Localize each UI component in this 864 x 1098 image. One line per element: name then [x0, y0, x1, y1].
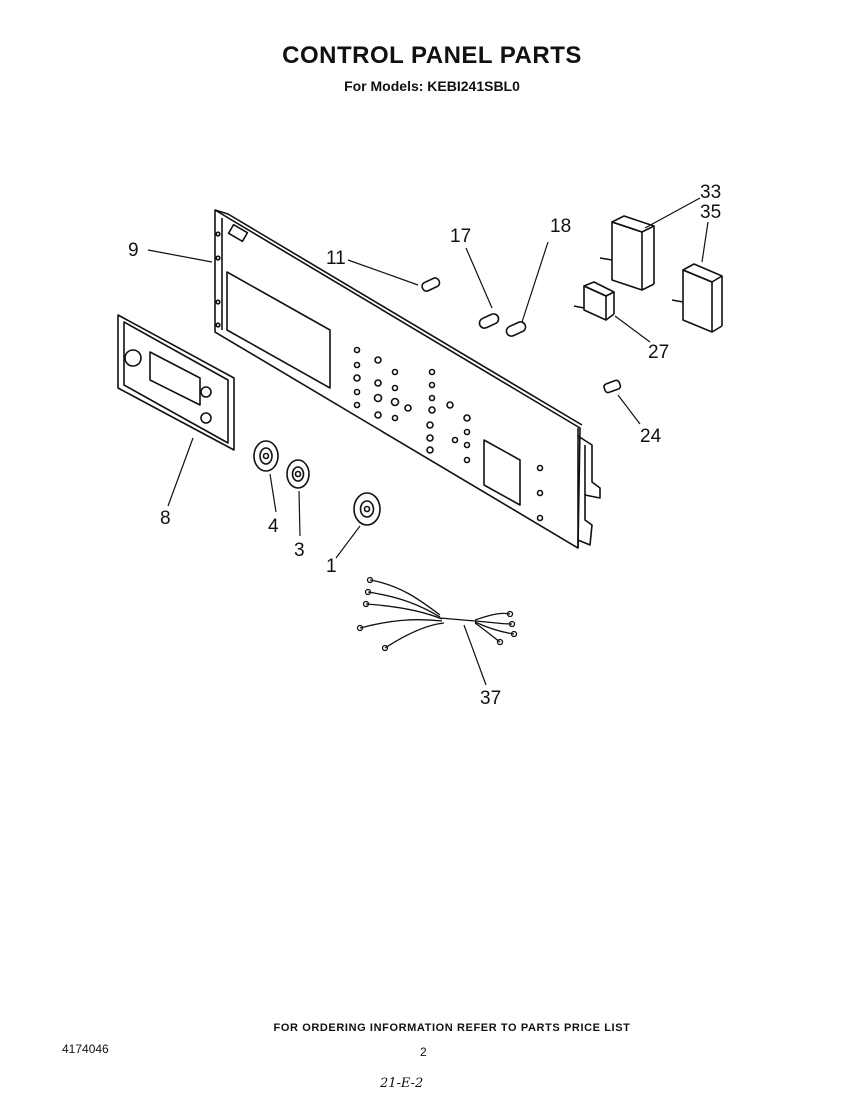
knob-part-1	[353, 492, 381, 526]
callout-3: 3	[294, 540, 305, 561]
model-subtitle: For Models: KEBI241SBL0	[344, 78, 520, 94]
pin-part-11	[421, 277, 441, 292]
switch-part-33	[599, 215, 655, 291]
document-number: 4174046	[62, 1042, 109, 1056]
lamp-part-24	[603, 379, 622, 394]
bezel-frame-part-8	[117, 314, 235, 451]
knob-part-4	[253, 440, 279, 472]
callout-33: 33	[700, 182, 721, 203]
wire-harness-part-37	[356, 576, 518, 652]
control-panel-part-9	[214, 209, 601, 549]
page-title: CONTROL PANEL PARTS	[282, 42, 582, 69]
leader-lines	[147, 197, 709, 686]
pin-part-18	[505, 321, 527, 337]
callout-24: 24	[640, 426, 662, 447]
callout-8: 8	[160, 508, 171, 529]
page-number: 2	[420, 1045, 427, 1059]
callout-9: 9	[128, 240, 139, 261]
callout-17: 17	[450, 226, 471, 247]
callout-27: 27	[648, 342, 669, 363]
callout-11: 11	[326, 248, 346, 269]
callout-18: 18	[550, 216, 571, 237]
switch-part-27	[573, 281, 615, 321]
switch-part-35	[671, 263, 723, 333]
callout-4: 4	[268, 516, 279, 537]
pin-part-17	[478, 313, 500, 329]
callout-35: 35	[700, 202, 721, 223]
ordering-note: FOR ORDERING INFORMATION REFER TO PARTS …	[273, 1022, 631, 1034]
callout-37: 37	[480, 688, 501, 709]
knob-part-3	[286, 459, 310, 489]
handwritten-note: 21-E-2	[380, 1076, 424, 1091]
callout-1: 1	[326, 556, 337, 577]
